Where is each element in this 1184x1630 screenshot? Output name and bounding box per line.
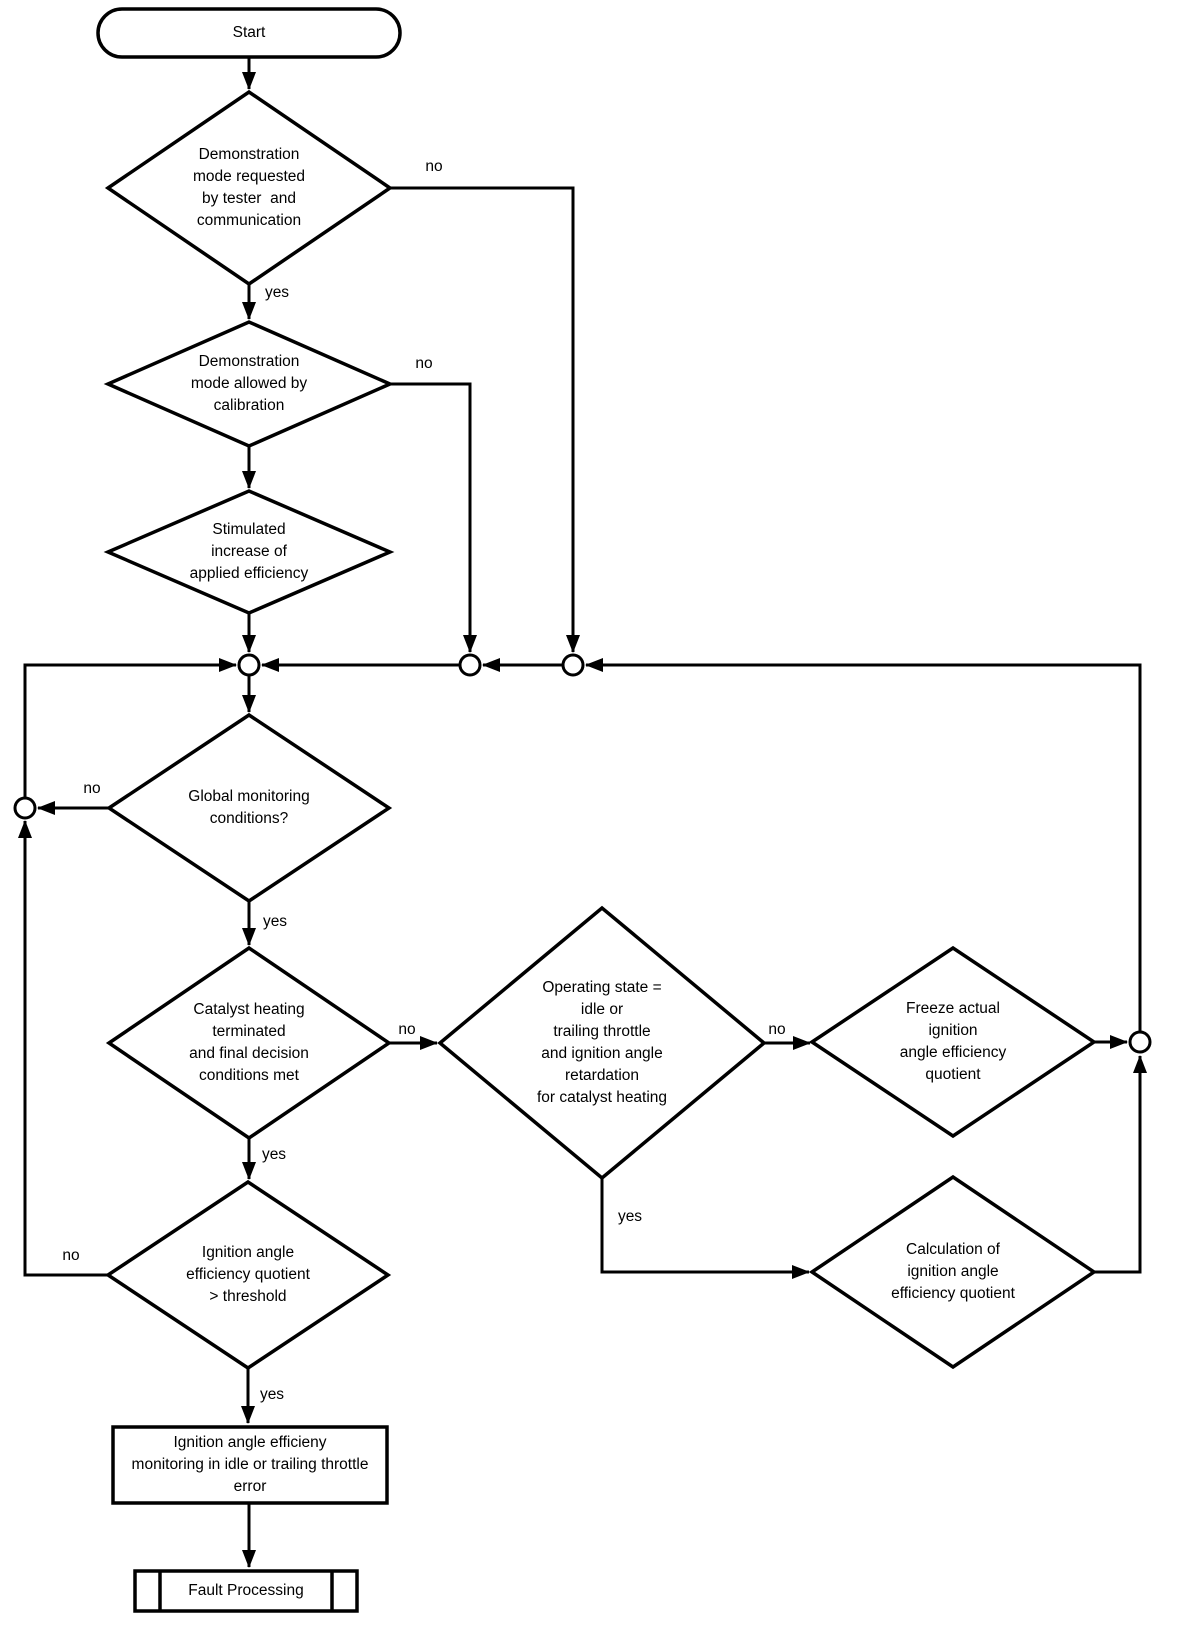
junction-left-return	[13, 796, 37, 820]
edges-layer	[18, 58, 1147, 1568]
start-terminator	[96, 7, 402, 59]
decision-demo-mode-allowed-label: Demonstration mode allowed by calibratio…	[190, 353, 308, 414]
decision-freeze-quotient	[808, 945, 1098, 1139]
edge-left-return	[23, 658, 237, 797]
decision-catalyst-heating-label: Catalyst heating terminated and final de…	[189, 1001, 309, 1084]
edge-operating-yes-label: yes	[617, 1208, 643, 1225]
decision-quotient-threshold	[104, 1179, 392, 1371]
junction-demo-requested-no	[561, 653, 585, 677]
edge-right-return	[585, 658, 1142, 1031]
predefined-fault-processing	[133, 1569, 359, 1613]
decision-stimulated-increase	[103, 489, 395, 615]
process-monitoring-error-label: Ignition angle efficieny monitoring in i…	[131, 1434, 369, 1495]
decision-demo-mode-requested-label: Demonstration mode requested by tester a…	[192, 146, 306, 229]
edge-operating-no-label: no	[768, 1021, 786, 1038]
predefined-fault-processing-label: Fault Processing	[188, 1582, 304, 1599]
decision-catalyst-heating	[105, 945, 393, 1141]
decision-stimulated-increase-label: Stimulated increase of applied efficienc…	[189, 521, 309, 582]
decision-calculation-quotient	[808, 1174, 1098, 1370]
nodes-layer	[13, 7, 1152, 1613]
edge-demo-allowed-no-label: no	[415, 355, 433, 372]
edge-operating-yes	[600, 1178, 810, 1279]
decision-demo-mode-allowed	[103, 320, 395, 448]
edge-demo-requested-yes-label: yes	[264, 284, 290, 301]
edge-demo-allowed-no	[390, 382, 477, 653]
edge-threshold-no	[18, 820, 108, 1277]
edge-catalyst-yes-label: yes	[261, 1146, 287, 1163]
edge-global-no-label: no	[83, 780, 101, 797]
junction-right-return	[1128, 1030, 1152, 1054]
junction-demo-allowed-no	[458, 653, 482, 677]
edge-demo-requested-no-label: no	[425, 158, 443, 175]
process-monitoring-error	[111, 1425, 389, 1505]
decision-global-monitoring	[105, 712, 393, 904]
decision-operating-state	[437, 905, 767, 1181]
junction-main	[237, 653, 261, 677]
decision-quotient-threshold-label: Ignition angle efficiency quotient > thr…	[186, 1244, 310, 1305]
edge-calculation-to-junction	[1094, 1055, 1147, 1274]
decision-operating-state-label: Operating state = idle or trailing throt…	[536, 979, 668, 1106]
decision-global-monitoring-label: Global monitoring conditions?	[188, 788, 310, 827]
edge-threshold-yes-label: yes	[259, 1386, 285, 1403]
edge-catalyst-no-label: no	[398, 1021, 416, 1038]
decision-demo-mode-requested	[104, 89, 394, 287]
edge-demo-requested-no	[390, 186, 580, 653]
decision-calculation-quotient-label: Calculation of ignition angle efficiency…	[891, 1241, 1015, 1302]
start-terminator-label: Start	[232, 24, 266, 41]
edge-threshold-no-label: no	[62, 1247, 80, 1264]
decision-freeze-quotient-label: Freeze actual ignition angle efficiency …	[899, 1000, 1007, 1083]
edge-global-yes-label: yes	[262, 913, 288, 930]
